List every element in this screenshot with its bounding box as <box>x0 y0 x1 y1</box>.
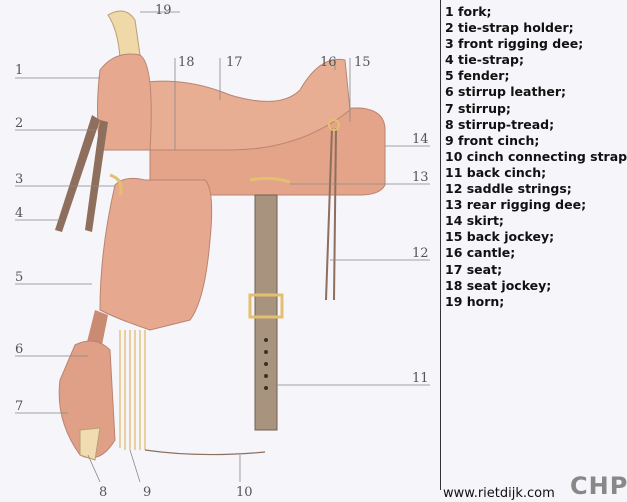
svg-text:13: 13 <box>412 170 429 185</box>
back-cinch-buckle <box>248 293 284 319</box>
leader-lines <box>15 11 430 483</box>
legend-item: 2 tie-strap holder; <box>445 20 574 36</box>
credit-url: www.rietdijk.com <box>443 486 555 501</box>
legend-item: 11 back cinch; <box>445 164 547 180</box>
legend-item: 18 seat jockey; <box>445 277 552 293</box>
legend-item: 10 cinch connecting strap; <box>445 148 627 164</box>
svg-text:3: 3 <box>15 172 23 187</box>
legend-item: 12 saddle strings; <box>445 181 572 197</box>
svg-text:17: 17 <box>226 55 243 70</box>
svg-text:12: 12 <box>412 246 429 261</box>
legend-item: 3 front rigging dee; <box>445 36 584 52</box>
svg-text:11: 11 <box>412 371 429 386</box>
divider <box>440 0 441 490</box>
svg-text:16: 16 <box>320 55 337 70</box>
horn <box>107 10 141 59</box>
legend-item: 8 stirrup-tread; <box>445 116 555 132</box>
back-cinch <box>254 194 278 431</box>
svg-text:1: 1 <box>15 63 23 78</box>
saddle-strings <box>325 127 337 301</box>
legend-item: 6 stirrup leather; <box>445 84 566 100</box>
front-cinch <box>119 330 146 450</box>
callout-labels: 19 1 2 3 4 5 6 7 8 9 10 11 12 13 14 15 1… <box>15 3 429 500</box>
seat <box>109 58 351 151</box>
legend: 1 fork; 2 tie-strap holder; 3 front rigg… <box>445 4 627 310</box>
legend-item: 1 fork; <box>445 4 492 19</box>
svg-text:19: 19 <box>155 3 172 18</box>
legend-item: 13 rear rigging dee; <box>445 197 587 213</box>
legend-item: 17 seat; <box>445 261 503 277</box>
legend-item: 5 fender; <box>445 68 510 84</box>
legend-item: 19 horn; <box>445 293 505 309</box>
legend-item: 9 front cinch; <box>445 132 540 148</box>
svg-text:6: 6 <box>15 342 23 357</box>
rear-rigging-dee <box>249 176 291 184</box>
svg-text:5: 5 <box>15 270 23 285</box>
logo: CHP <box>570 472 627 500</box>
svg-text:14: 14 <box>412 132 429 147</box>
cinch-connecting-strap <box>144 449 266 456</box>
legend-item: 4 tie-strap; <box>445 52 524 68</box>
svg-text:18: 18 <box>178 55 195 70</box>
legend-item: 16 cantle; <box>445 245 516 261</box>
svg-text:9: 9 <box>143 485 151 500</box>
fender <box>99 177 213 331</box>
fork <box>97 53 152 151</box>
svg-text:15: 15 <box>354 55 371 70</box>
legend-item: 7 stirrup; <box>445 100 511 116</box>
tie-strap-2 <box>85 120 108 232</box>
svg-text:7: 7 <box>15 399 23 414</box>
legend-item: 15 back jockey; <box>445 229 555 245</box>
legend-item: 14 skirt; <box>445 213 504 229</box>
back-cinch-holes <box>264 338 268 390</box>
svg-text:2: 2 <box>15 116 23 131</box>
saddle-diagram: 19 1 2 3 4 5 6 7 8 9 10 11 12 13 14 15 1… <box>15 3 430 500</box>
front-rigging-dee <box>109 173 123 196</box>
svg-text:4: 4 <box>15 206 23 221</box>
tie-strap <box>55 115 100 232</box>
stirrup-tread <box>79 427 101 461</box>
svg-text:10: 10 <box>236 485 253 500</box>
svg-text:8: 8 <box>99 485 107 500</box>
